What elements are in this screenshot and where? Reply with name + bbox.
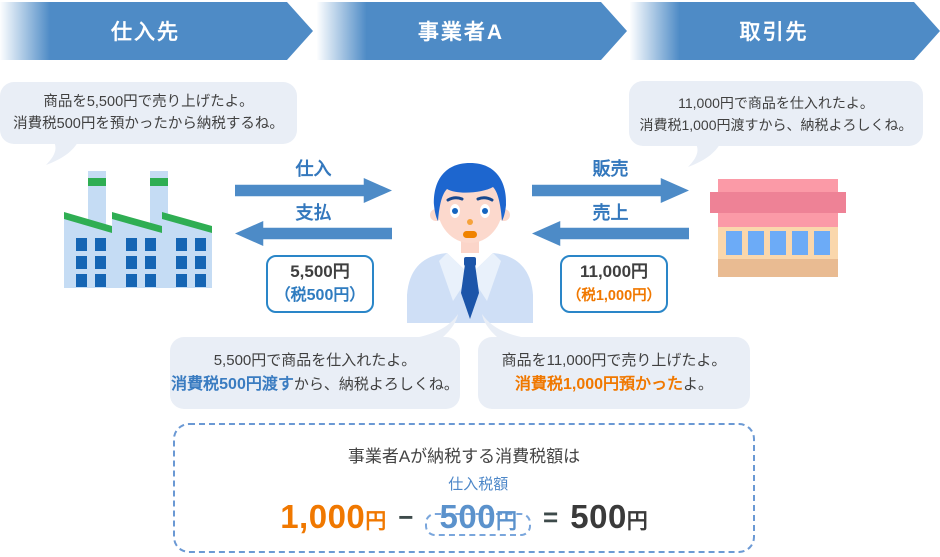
minus-sign: − [398, 501, 414, 532]
supplier-bubble-tail [46, 142, 78, 165]
customer-speech-line1: 11,000円で商品を仕入れたよ。 [678, 94, 874, 111]
customer-bubble-tail [688, 144, 720, 167]
business-a-right-bubble-tail [482, 314, 526, 338]
flow-label-payment: 支払 [295, 203, 332, 223]
business-a-purchase-line2: 消費税500円渡すから、納税よろしくね。 [170, 373, 460, 397]
banner-customer-label: 取引先 [739, 21, 809, 44]
purchase-price-tax: （税500円） [274, 287, 366, 304]
banner-supplier-label: 仕入先 [111, 21, 180, 44]
supplier-speech-line2: 消費税500円を預かったから納税するね。 [13, 116, 284, 132]
sale-price-amount: 11,000円 [579, 262, 649, 281]
business-a-sale-line1: 商品を11,000円で売り上げたよ。 [501, 352, 727, 369]
sale-price-box: 11,000円 （税1,000円） [560, 255, 668, 313]
tax-formula: 1,000円 − 仕入税額 500円 = 500円 [175, 476, 753, 536]
tax-due-amount: 500円 [570, 498, 648, 535]
business-a-purchase-highlight: 消費税500円渡す [171, 376, 294, 393]
tax-summary-box: 事業者Aが納税する消費税額は 1,000円 − 仕入税額 500円 = 500円 [173, 423, 755, 553]
factory-icon [64, 171, 212, 288]
business-a-left-bubble-tail [414, 314, 458, 338]
purchase-tax-amount: 500円 [425, 498, 532, 536]
flow-label-sale: 販売 [592, 159, 629, 179]
banner-business-a-label: 事業者A [417, 21, 505, 44]
customer-speech-bubble: 11,000円で商品を仕入れたよ。 消費税1,000円渡すから、納税よろしくね。 [629, 81, 923, 146]
banner-supplier: 仕入先 [0, 2, 313, 60]
supplier-speech-line1: 商品を5,500円で売り上げたよ。 [43, 94, 254, 110]
sales-tax-amount: 1,000円 [280, 498, 387, 535]
purchase-price-amount: 5,500円 [290, 262, 350, 281]
business-a-sale-bubble: 商品を11,000円で売り上げたよ。 消費税1,000円預かったよ。 [478, 337, 750, 409]
businessperson-icon [407, 163, 533, 323]
flow-label-purchase: 仕入 [295, 159, 332, 179]
banner-business-a: 事業者A [317, 2, 627, 60]
equals-sign: = [543, 501, 559, 532]
tax-summary-title: 事業者Aが納税する消費税額は [347, 447, 581, 466]
business-a-purchase-bubble: 5,500円で商品を仕入れたよ。 消費税500円渡すから、納税よろしくね。 [170, 337, 460, 409]
purchase-tax-group: 仕入税額 500円 [425, 476, 532, 536]
business-a-purchase-line1: 5,500円で商品を仕入れたよ。 [213, 352, 417, 369]
purchase-tax-label: 仕入税額 [448, 476, 509, 493]
business-a-sale-line2: 消費税1,000円預かったよ。 [478, 373, 750, 397]
banner-customer: 取引先 [630, 2, 940, 60]
customer-speech-line2: 消費税1,000円渡すから、納税よろしくね。 [639, 116, 913, 133]
business-a-purchase-rest: から、納税よろしくね。 [293, 376, 459, 393]
purchase-price-box: 5,500円 （税500円） [266, 255, 374, 313]
sale-price-tax: （税1,000円） [566, 288, 662, 304]
business-a-sale-rest: よ。 [683, 376, 714, 393]
flow-label-revenue: 売上 [592, 203, 629, 223]
supplier-speech-bubble: 商品を5,500円で売り上げたよ。 消費税500円を預かったから納税するね。 [0, 82, 297, 144]
storefront-icon [710, 179, 846, 277]
business-a-sale-highlight: 消費税1,000円預かった [514, 376, 684, 393]
